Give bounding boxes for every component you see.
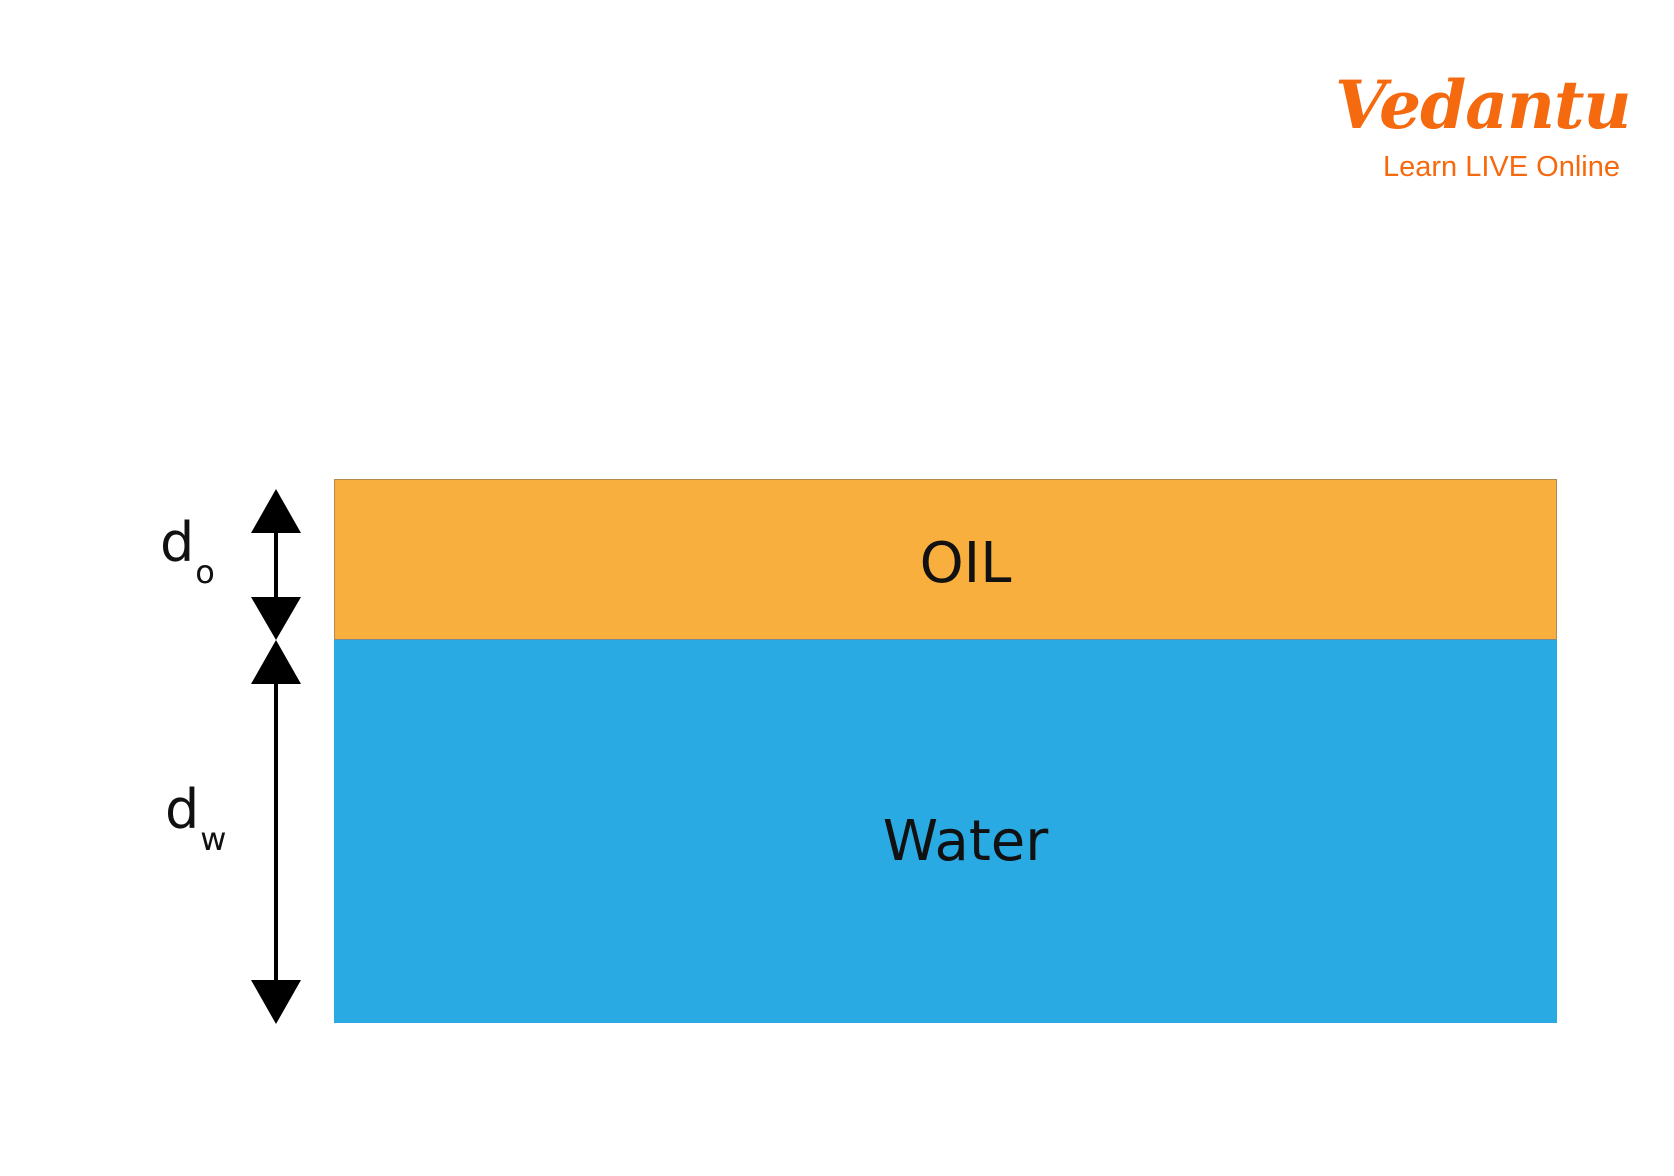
water-depth-arrow: [251, 640, 301, 1024]
oil-depth-arrow-head-up: [251, 489, 301, 533]
logo-wordmark: Vedantu: [1335, 66, 1632, 144]
oil-depth-arrow-head-down: [251, 597, 301, 640]
vedantu-logo: Vedantu Learn LIVE Online: [1335, 62, 1635, 192]
water-layer-label: Water: [882, 809, 1049, 874]
water-depth-arrow-head-down: [251, 980, 301, 1024]
logo-tagline: Learn LIVE Online: [1383, 151, 1620, 183]
water-depth-subscript: w: [200, 820, 227, 858]
water-layer: Water: [334, 640, 1557, 1023]
water-depth-label: dw: [165, 778, 226, 859]
oil-depth-symbol: d: [160, 511, 195, 574]
oil-depth-label: do: [160, 511, 215, 592]
water-depth-arrow-head-up: [251, 640, 301, 684]
oil-layer-label: OIL: [919, 531, 1012, 596]
water-depth-symbol: d: [165, 778, 200, 841]
oil-layer: OIL: [334, 479, 1557, 640]
oil-depth-subscript: o: [195, 553, 215, 591]
oil-depth-arrow: [251, 489, 301, 640]
